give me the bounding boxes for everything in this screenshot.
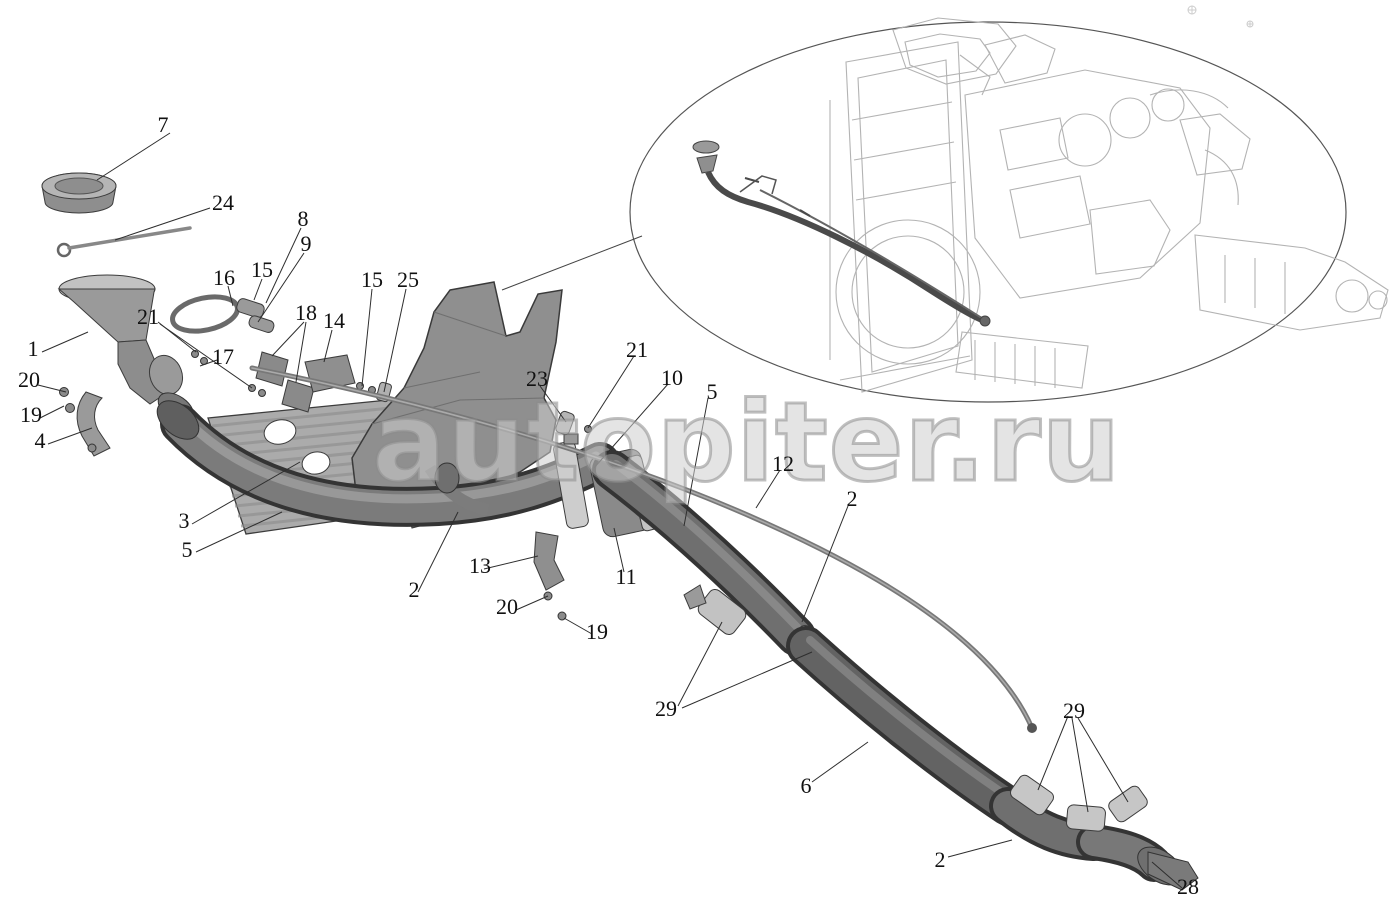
part-support-strap (59, 387, 111, 457)
inset-engine-art (829, 17, 1389, 393)
callout-7: 7 (157, 112, 169, 137)
callout-5a: 5 (181, 537, 193, 562)
callout-21a: 21 (137, 304, 159, 329)
callout-16: 16 (213, 265, 235, 290)
callout-12: 12 (772, 451, 794, 476)
inset-ellipse (501, 21, 1347, 403)
callout-24: 24 (212, 190, 234, 215)
callout-19a: 19 (20, 402, 42, 427)
callout-2b: 2 (846, 486, 858, 511)
callout-28: 28 (1177, 874, 1199, 899)
callout-2a: 2 (408, 577, 420, 602)
callout-6: 6 (800, 773, 812, 798)
callout-15a: 15 (251, 257, 273, 282)
part-thin-tube (249, 365, 1037, 733)
part-rear-tube (592, 450, 816, 656)
callout-23: 23 (526, 366, 548, 391)
part-bottom-elbows (989, 774, 1199, 891)
callout-8: 8 (297, 206, 309, 231)
inset-subject-assembly (692, 140, 991, 327)
callout-15b: 15 (361, 267, 383, 292)
callout-3: 3 (178, 508, 190, 533)
callout-21b: 21 (626, 337, 648, 362)
part-small-bracket (533, 531, 567, 621)
callout-14: 14 (323, 308, 345, 333)
callout-9: 9 (300, 231, 312, 256)
part-dipstick (56, 226, 192, 258)
callout-19b: 19 (586, 619, 608, 644)
part-lower-tube (786, 626, 1028, 826)
callout-20b: 20 (496, 594, 518, 619)
part-front-tube (156, 400, 620, 527)
callout-2c: 2 (934, 847, 946, 872)
callout-29b: 29 (1063, 698, 1085, 723)
callout-20a: 20 (18, 367, 40, 392)
callout-18: 18 (295, 300, 317, 325)
leader-lines (37, 132, 1183, 889)
part-filler-cap (41, 172, 117, 214)
callout-5b: 5 (706, 379, 718, 404)
callout-4: 4 (34, 428, 46, 453)
callout-11: 11 (615, 564, 637, 589)
callout-1: 1 (27, 336, 39, 361)
callout-10: 10 (661, 365, 683, 390)
callout-17: 17 (212, 344, 234, 369)
callout-25: 25 (397, 267, 419, 292)
callout-29a: 29 (655, 696, 677, 721)
print-artifacts (1187, 5, 1254, 28)
callout-13: 13 (469, 553, 491, 578)
